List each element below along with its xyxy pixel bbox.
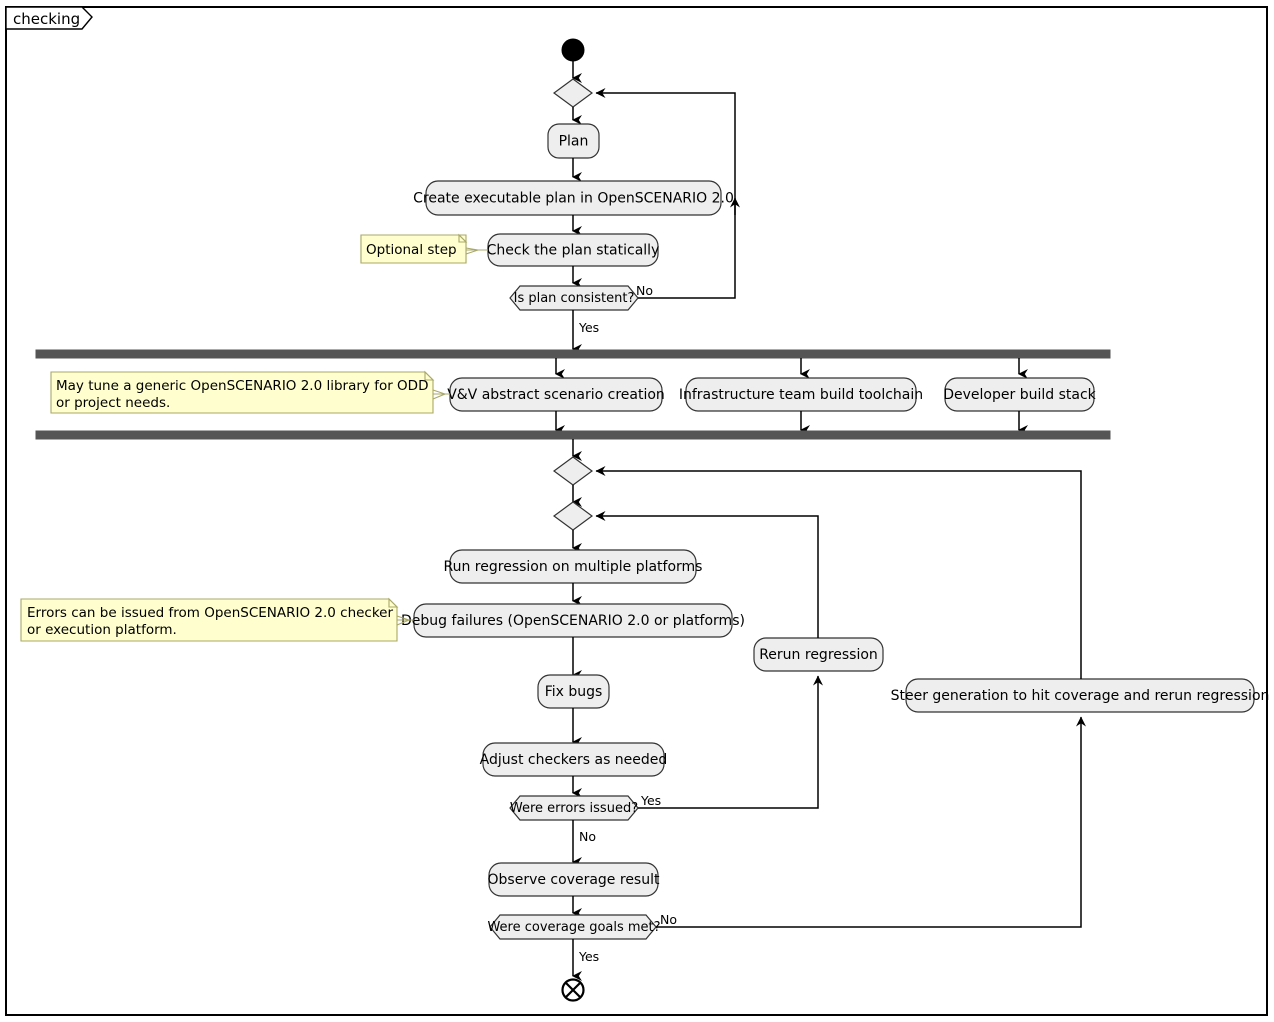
activity-steer-generation-label: Steer generation to hit coverage and rer… [891,688,1270,704]
activity-plan-label: Plan [559,134,589,150]
note-errors-source-line1: Errors can be issued from OpenSCENARIO 2… [27,605,393,621]
diagram-frame [5,6,1268,1016]
activity-run-regression-label: Run regression on multiple platforms [444,559,703,575]
merge-errors-diamond [552,501,594,531]
activity-debug-failures-label: Debug failures (OpenSCENARIO 2.0 or plat… [401,613,745,629]
decision-were-errors-issued[interactable] [509,795,639,821]
edge-label-errors-no: No [579,829,596,844]
note-tune-library-shape [50,371,434,414]
frame-tab-label: checking [13,10,80,28]
activity-observe-coverage-result-label: Observe coverage result [488,872,660,888]
note-tune-library-fold [424,370,435,381]
activity-infrastructure-team-build-toolchain-label: Infrastructure team build toolchain [679,387,923,403]
note-tune-library-line1: May tune a generic OpenSCENARIO 2.0 libr… [56,378,428,394]
note-optional-step-text: Optional step [366,242,457,258]
note-optional-step-shape [360,234,467,264]
merge-coverage-diamond [552,456,594,486]
activity-rerun-regression-label: Rerun regression [759,647,878,663]
note-optional-step-fold [458,233,468,243]
activity-fix-bugs-label: Fix bugs [545,684,603,700]
note-tune-library-line2: or project needs. [56,395,170,411]
flow-rerun-to-merge-errors [595,511,819,638]
flow-coverage-no-to-steer [656,716,1086,928]
note-errors-source-fold [388,597,399,608]
flow-errors-yes-to-rerun [638,675,823,809]
join-bar [35,430,1111,440]
end-node-cross-stroke-2 [565,982,581,998]
edge-label-errors-yes: Yes [640,793,661,808]
decision-is-plan-consistent-label: Is plan consistent? [514,291,635,306]
note-optional-step-connector [465,247,479,255]
activity-check-plan-statically-label: Check the plan statically [487,243,660,259]
activity-developer-build-stack-label: Developer build stack [943,387,1096,403]
decision-were-coverage-goals-met[interactable] [489,914,657,940]
start-node [561,38,585,62]
activity-create-executable-plan-label: Create executable plan in OpenSCENARIO 2… [413,191,734,207]
note-errors-source-shape [20,598,398,642]
edge-label-consistent-no: No [636,283,653,298]
activity-vv-abstract-scenario-creation-label: V&V abstract scenario creation [447,387,665,403]
activity-adjust-checkers-label: Adjust checkers as needed [480,752,668,768]
fork-bar [35,349,1111,359]
edge-label-coverage-yes: Yes [578,949,599,964]
decision-were-errors-issued-label: Were errors issued? [510,801,638,816]
note-errors-source-line2: or execution platform. [27,622,177,638]
decision-were-coverage-goals-met-label: Were coverage goals met? [487,920,660,935]
flow-consistent-no-loopback [595,88,736,299]
flow-steer-to-merge-coverage [595,466,1082,679]
edge-label-consistent-yes: Yes [578,320,599,335]
frame-tab-shape [5,6,93,30]
edge-label-coverage-no: No [660,912,677,927]
merge-plan-diamond [552,78,594,108]
decision-is-plan-consistent[interactable] [509,285,639,311]
activity-steer-generation[interactable] [905,678,1255,713]
